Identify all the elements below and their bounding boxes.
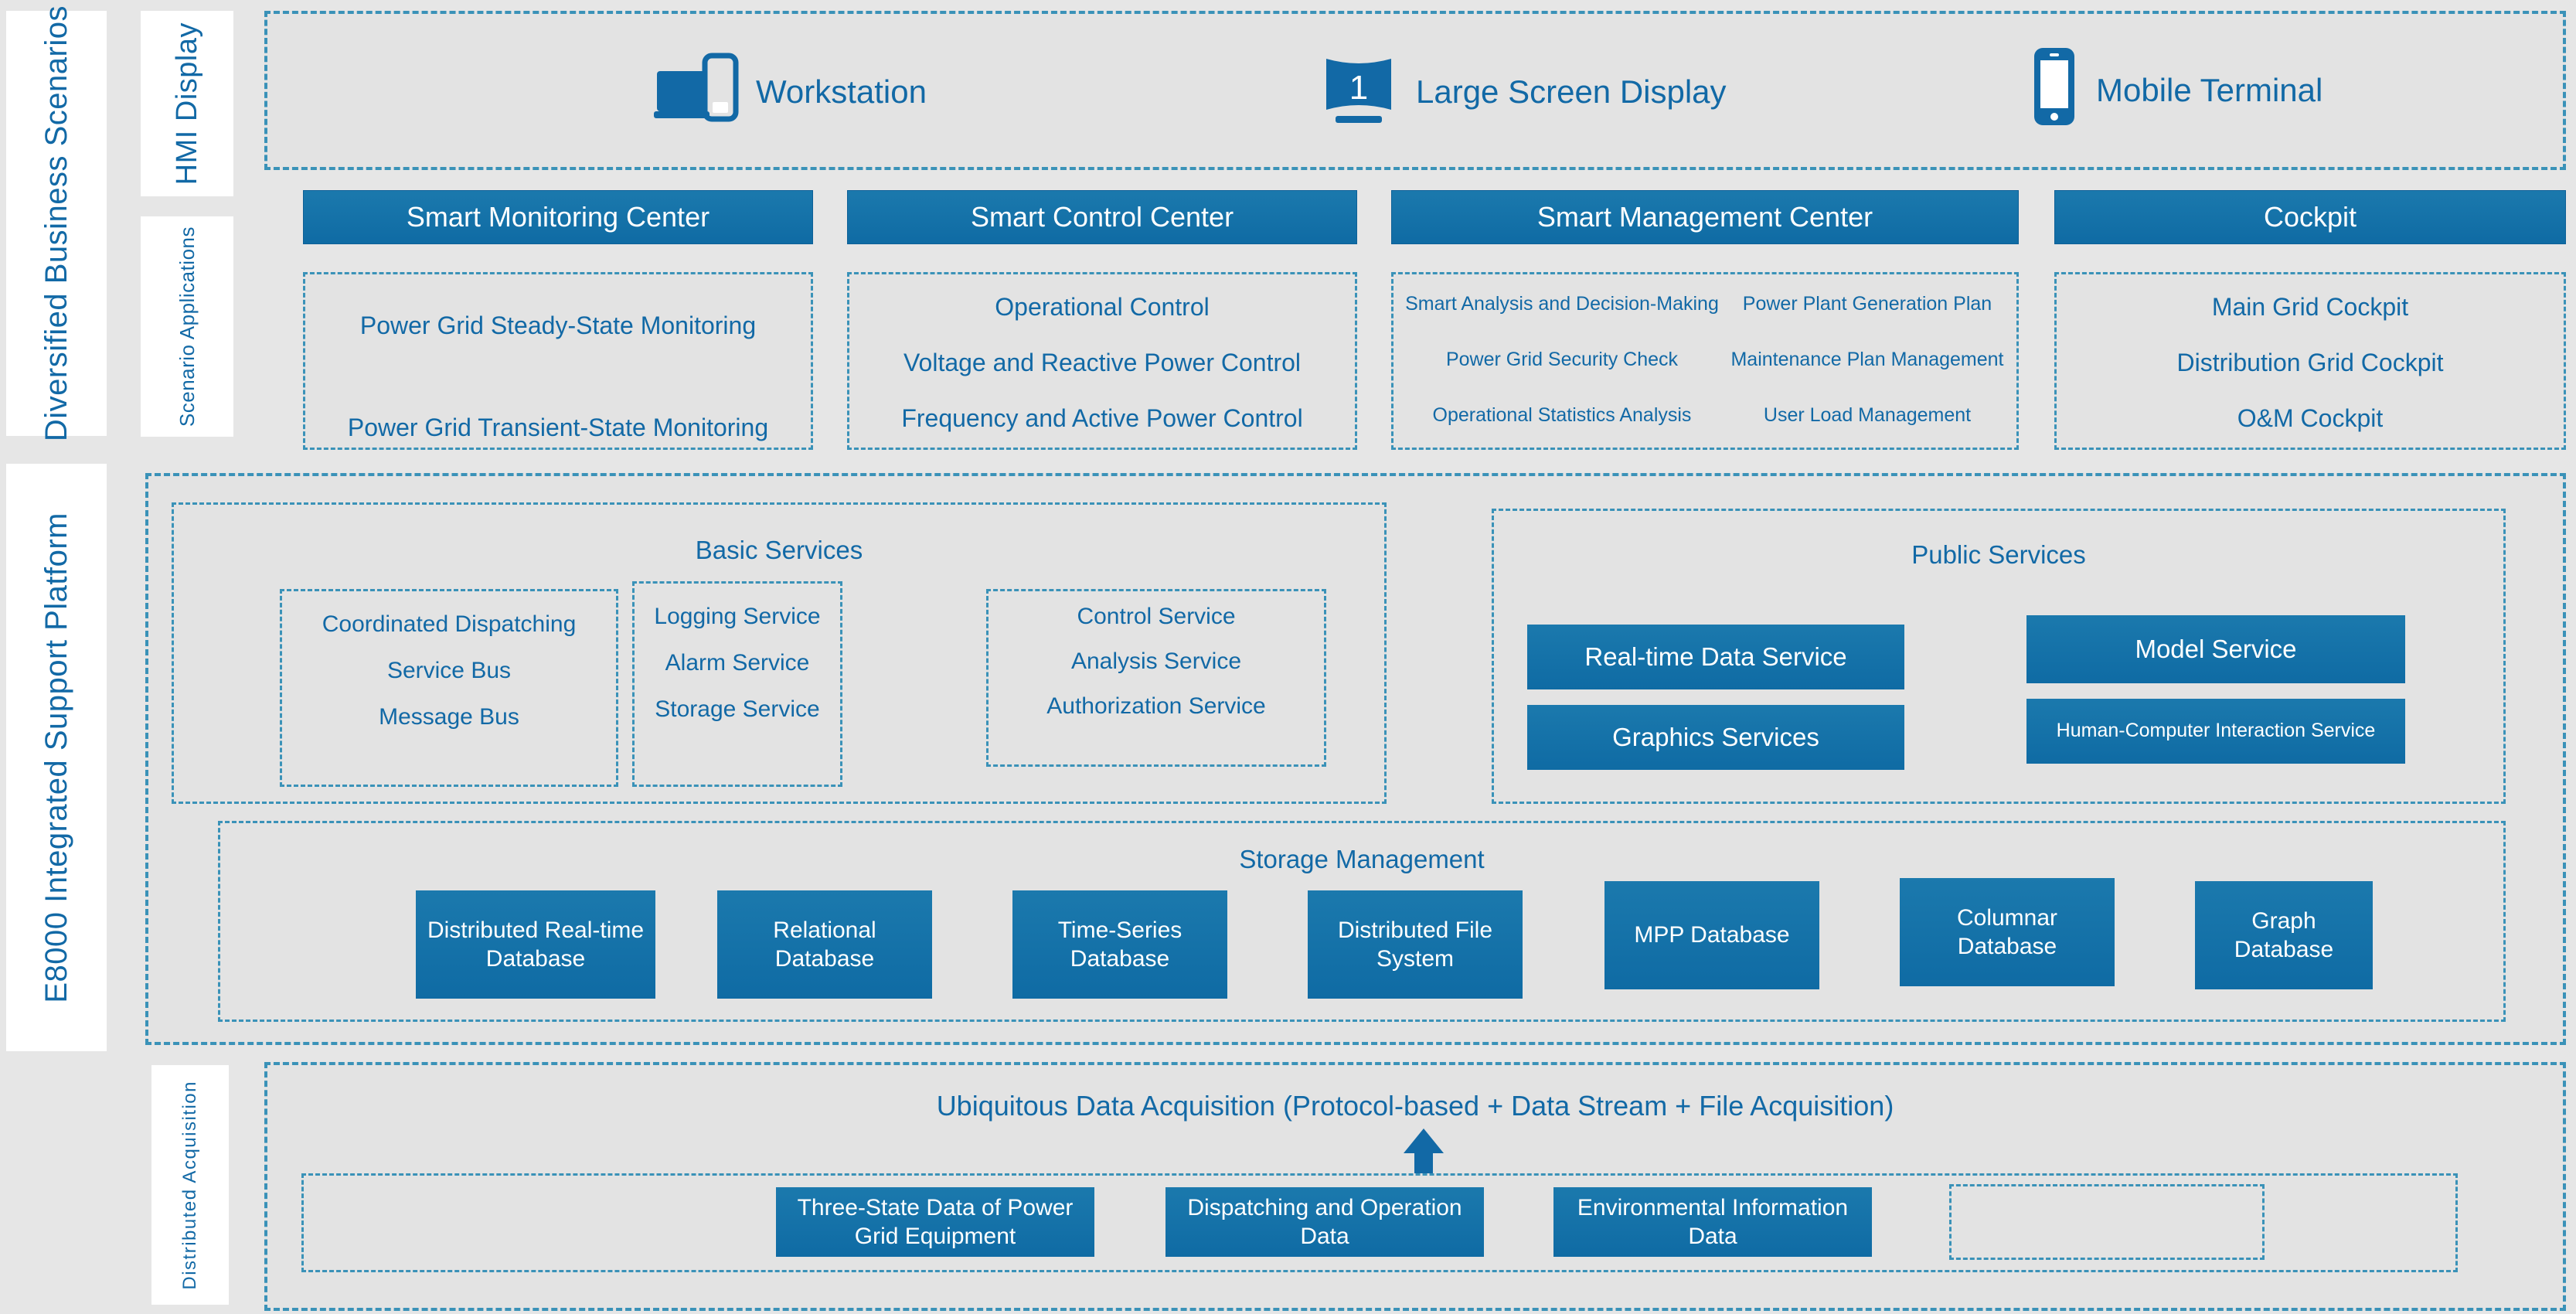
center-header-smart-control-label: Smart Control Center (970, 201, 1234, 233)
acquisition-source-tile[interactable]: Three-State Data of Power Grid Equipment (776, 1187, 1094, 1257)
center-body-cockpit: Main Grid Cockpit Distribution Grid Cock… (2054, 272, 2566, 450)
center-item[interactable]: Voltage and Reactive Power Control (903, 349, 1302, 376)
database-tile[interactable]: Relational Database (717, 890, 932, 999)
device-workstation[interactable]: Workstation (654, 51, 927, 133)
basic-services-title: Basic Services (695, 536, 863, 564)
service-item[interactable]: Message Bus (379, 704, 519, 730)
center-header-smart-management-label: Smart Management Center (1536, 201, 1873, 233)
acquisition-source-label: Dispatching and Operation Data (1187, 1194, 1462, 1250)
center-header-smart-monitoring[interactable]: Smart Monitoring Center (303, 190, 813, 244)
service-item[interactable]: Analysis Service (1070, 648, 1242, 674)
database-tile[interactable]: Graph Database (2195, 881, 2373, 989)
database-tile[interactable]: Columnar Database (1900, 878, 2115, 986)
public-service-tile-label: Model Service (2135, 635, 2297, 664)
acquisition-source-tile[interactable]: Environmental Information Data (1553, 1187, 1872, 1257)
upward-arrow-icon (1400, 1127, 1447, 1186)
center-item[interactable]: Operational Statistics Analysis (1432, 404, 1692, 426)
center-item[interactable]: Power Grid Transient-State Monitoring (347, 414, 769, 441)
center-item[interactable]: Frequency and Active Power Control (901, 404, 1303, 432)
center-item[interactable]: Smart Analysis and Decision-Making (1405, 293, 1719, 315)
acquisition-source-tile[interactable]: Dispatching and Operation Data (1165, 1187, 1484, 1257)
public-service-tile-label: Real-time Data Service (1584, 642, 1847, 672)
service-item[interactable]: Logging Service (654, 604, 821, 629)
public-services-title: Public Services (1911, 540, 2086, 569)
database-tile[interactable]: Time-Series Database (1012, 890, 1227, 999)
svg-text:1: 1 (1349, 69, 1368, 107)
device-mobile-terminal[interactable]: Mobile Terminal (2030, 46, 2322, 134)
sidebar-label-platform: E8000 Integrated Support Platform (6, 464, 107, 1051)
center-body-smart-management: Smart Analysis and Decision-Making Power… (1391, 272, 2019, 450)
database-tile-label: Columnar Database (1956, 904, 2058, 960)
service-item[interactable]: Alarm Service (665, 650, 810, 676)
center-item[interactable]: Power Grid Security Check (1445, 349, 1679, 370)
center-header-smart-control[interactable]: Smart Control Center (847, 190, 1357, 244)
acquisition-placeholder-tile[interactable] (1949, 1184, 2265, 1260)
device-workstation-label: Workstation (756, 73, 927, 110)
acquisition-source-label: Environmental Information Data (1577, 1194, 1849, 1250)
sidebar-label-business-scenarios: Diversified Business Scenarios (6, 5, 107, 441)
sidebar-label-scenario-applications: Scenario Applications (141, 216, 233, 437)
database-tile-label: MPP Database (1634, 922, 1790, 948)
center-header-smart-management[interactable]: Smart Management Center (1391, 190, 2019, 244)
device-large-screen-display-label: Large Screen Display (1416, 73, 1727, 110)
public-service-tile-label: Graphics Services (1612, 723, 1819, 752)
center-item[interactable]: Power Grid Steady-State Monitoring (359, 311, 757, 339)
device-large-screen-display[interactable]: 1 Large Screen Display (1319, 51, 1727, 133)
center-header-cockpit-label: Cockpit (2263, 201, 2357, 233)
sidebar-label-hmi-display: HMI Display (141, 11, 233, 196)
service-item[interactable]: Coordinated Dispatching (322, 611, 577, 637)
sidebar-label-business-scenarios-text: Diversified Business Scenarios (39, 5, 73, 442)
mobile-terminal-icon (2030, 46, 2079, 134)
acquisition-source-label: Three-State Data of Power Grid Equipment (797, 1194, 1074, 1250)
center-body-smart-control: Operational Control Voltage and Reactive… (847, 272, 1357, 450)
database-tile[interactable]: Distributed File System (1308, 890, 1523, 999)
service-item[interactable]: Authorization Service (1046, 693, 1266, 719)
database-tile-label: Graph Database (2234, 907, 2334, 963)
public-service-tile-graphics[interactable]: Graphics Services (1527, 705, 1904, 770)
database-tile-label: Time-Series Database (1057, 917, 1183, 972)
center-item[interactable]: Main Grid Cockpit (2211, 293, 2409, 321)
sidebar-label-distributed-acquisition: Distributed Acquisition (151, 1065, 229, 1305)
database-tile-label: Distributed File System (1337, 917, 1493, 972)
database-tile[interactable]: Distributed Real-time Database (416, 890, 655, 999)
sidebar-label-platform-text: E8000 Integrated Support Platform (39, 512, 73, 1003)
center-item[interactable]: Operational Control (995, 293, 1210, 321)
service-item[interactable]: Control Service (1077, 604, 1236, 629)
public-service-tile-hci[interactable]: Human-Computer Interaction Service (2026, 699, 2405, 764)
sidebar-label-distributed-acquisition-text: Distributed Acquisition (179, 1080, 200, 1290)
center-body-smart-monitoring: Power Grid Steady-State Monitoring Power… (303, 272, 813, 450)
sidebar-label-hmi-display-text: HMI Display (170, 22, 203, 186)
basic-services-group-3: Control Service Analysis Service Authori… (986, 589, 1326, 767)
database-tile-label: Distributed Real-time Database (427, 917, 645, 972)
service-item[interactable]: Service Bus (386, 658, 512, 683)
large-screen-display-icon: 1 (1319, 51, 1399, 133)
workstation-icon (654, 51, 739, 133)
basic-services-group-2: Logging Service Alarm Service Storage Se… (632, 581, 842, 787)
center-item[interactable]: Distribution Grid Cockpit (2176, 349, 2444, 376)
device-mobile-terminal-label: Mobile Terminal (2096, 72, 2323, 108)
service-item[interactable]: Storage Service (655, 696, 820, 722)
hmi-display-panel: Workstation 1 Large Screen Display (264, 11, 2566, 170)
public-service-tile-model[interactable]: Model Service (2026, 615, 2405, 683)
storage-management-title: Storage Management (1239, 845, 1485, 873)
database-tile-label: Relational Database (773, 917, 876, 972)
center-item[interactable]: User Load Management (1763, 404, 1972, 426)
sidebar-label-scenario-applications-text: Scenario Applications (175, 226, 199, 427)
basic-services-group-1: Coordinated Dispatching Service Bus Mess… (280, 589, 618, 787)
public-service-tile-label: Human-Computer Interaction Service (2056, 720, 2376, 742)
center-header-smart-monitoring-label: Smart Monitoring Center (406, 201, 710, 233)
acquisition-title: Ubiquitous Data Acquisition (Protocol-ba… (936, 1090, 1894, 1122)
center-header-cockpit[interactable]: Cockpit (2054, 190, 2566, 244)
database-tile[interactable]: MPP Database (1604, 881, 1819, 989)
center-item[interactable]: O&M Cockpit (2237, 404, 2384, 432)
center-item[interactable]: Maintenance Plan Management (1730, 349, 2004, 370)
public-service-tile-realtime-data[interactable]: Real-time Data Service (1527, 625, 1904, 689)
center-item[interactable]: Power Plant Generation Plan (1742, 293, 1992, 315)
